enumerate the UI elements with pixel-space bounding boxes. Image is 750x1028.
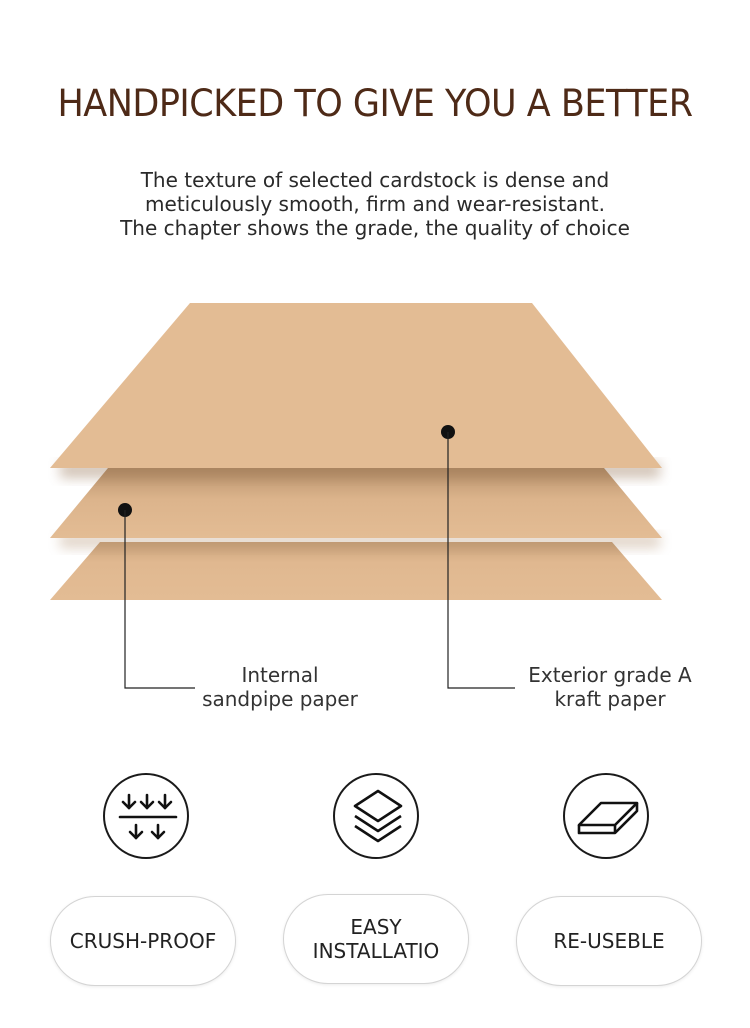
callout-line-text: kraft paper — [554, 687, 666, 711]
callout-label-internal: Internal sandpipe paper — [180, 663, 380, 711]
stacked-layers-icon — [333, 773, 419, 859]
feature-label: EASY INSTALLATIO — [312, 915, 440, 963]
callout-line-internal — [124, 510, 195, 689]
board-icon — [563, 773, 649, 859]
callout-line-text: Internal — [241, 663, 319, 687]
callout-line-exterior — [447, 432, 515, 689]
description-line: The texture of selected cardstock is den… — [140, 168, 610, 192]
feature-easy-installation: EASY INSTALLATIO — [283, 894, 469, 984]
crush-proof-arrows-icon — [103, 773, 189, 859]
callout-line-text: sandpipe paper — [202, 687, 358, 711]
page-headline: HANDPICKED TO GIVE YOU A BETTER — [57, 82, 693, 126]
description: The texture of selected cardstock is den… — [0, 168, 750, 240]
callout-label-exterior: Exterior grade A kraft paper — [505, 663, 715, 711]
paper-sheet-top — [50, 303, 662, 468]
feature-label: CRUSH-PROOF — [69, 929, 217, 953]
description-line: meticulously smooth, firm and wear-resis… — [145, 192, 605, 216]
paper-sheet-bottom — [50, 542, 662, 600]
feature-reusable: RE-USEBLE — [516, 896, 702, 986]
feature-label: RE-USEBLE — [553, 929, 665, 953]
feature-crush-proof: CRUSH-PROOF — [50, 896, 236, 986]
paper-layers-illustration — [50, 303, 662, 689]
description-line: The chapter shows the grade, the quality… — [120, 216, 630, 240]
paper-sheet-middle — [50, 468, 662, 538]
callout-line-text: Exterior grade A — [528, 663, 692, 687]
